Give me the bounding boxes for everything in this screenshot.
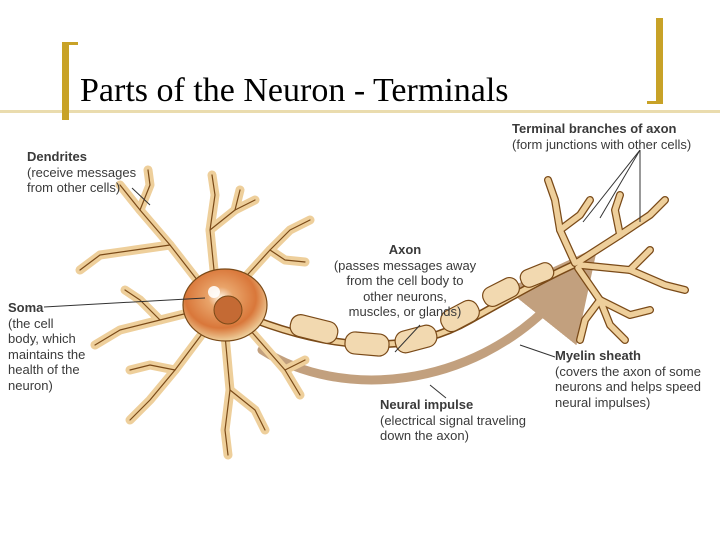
title-right-bracket — [656, 18, 663, 104]
myelin-sheath-segments — [289, 262, 555, 357]
myelin-sheath-desc: (covers the axon of some neurons and hel… — [555, 363, 702, 410]
title-left-bracket-top — [62, 42, 78, 45]
terminal-branches — [544, 176, 689, 344]
myelin-sheath-name: Myelin sheath — [555, 348, 641, 363]
soma-desc: (the cell body, which maintains the heal… — [8, 315, 86, 393]
title-right-bracket-bottom — [647, 101, 663, 104]
myelin-sheath-label: Myelin sheath (covers the axon of some n… — [555, 348, 701, 410]
neural-impulse-label: Neural impulse (electrical signal travel… — [380, 397, 526, 444]
title-underline — [0, 110, 720, 113]
axon-desc: (passes messages away from the cell body… — [333, 257, 477, 320]
neural-impulse-desc: (electrical signal traveling down the ax… — [380, 412, 526, 444]
neural-impulse-name: Neural impulse — [380, 397, 474, 412]
axon-name: Axon — [388, 242, 422, 257]
dendrites-name: Dendrites — [27, 149, 87, 164]
title-left-bracket — [62, 42, 69, 120]
dendrites-desc: (receive messages from other cells) — [27, 164, 137, 196]
dendrites-label: Dendrites (receive messages from other c… — [27, 149, 136, 196]
axon-label: Axon (passes messages away from the cell… — [330, 242, 480, 320]
soma-label: Soma (the cell body, which maintains the… — [8, 300, 85, 393]
terminal-branches-name: Terminal branches of axon — [512, 121, 677, 136]
terminal-branches-desc: (form junctions with other cells) — [512, 136, 692, 152]
leader-lines — [43, 149, 641, 399]
terminal-branches-label: Terminal branches of axon (form junction… — [512, 121, 691, 152]
slide-title: Parts of the Neuron - Terminals — [80, 72, 509, 109]
nucleus — [213, 295, 243, 325]
soma-name: Soma — [8, 300, 44, 315]
dendrites — [75, 165, 315, 460]
